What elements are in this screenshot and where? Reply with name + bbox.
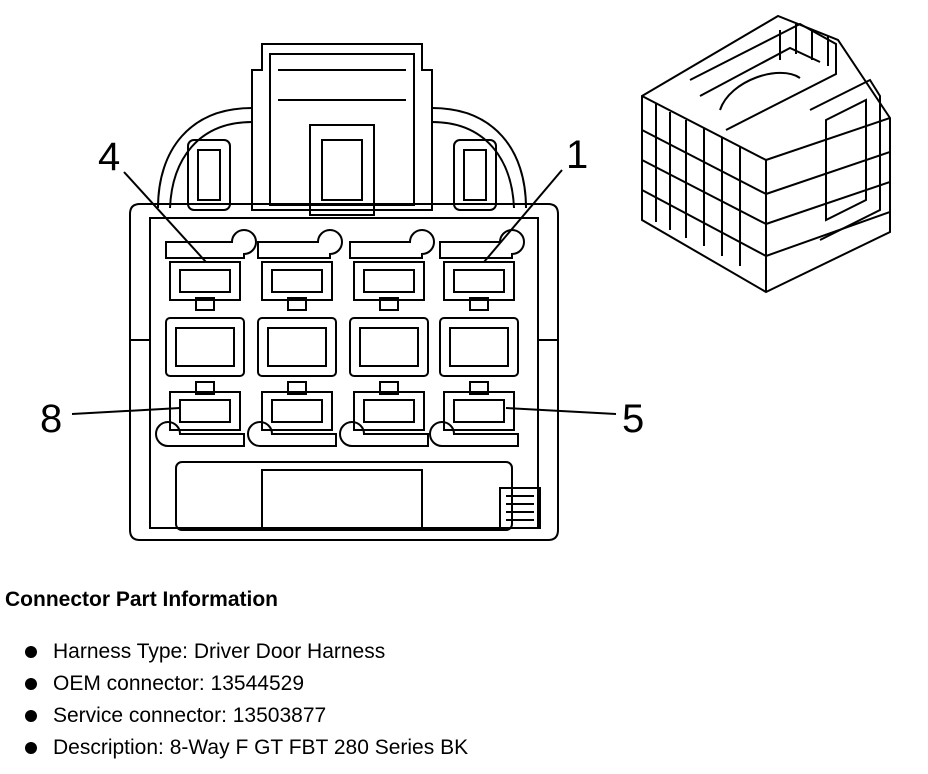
leader-line-pin-8 [71, 407, 181, 415]
info-list: Harness Type: Driver Door Harness OEM co… [5, 636, 905, 764]
connector-left-ear [157, 107, 253, 209]
info-item-service-connector: Service connector: 13503877 [5, 700, 905, 732]
bullet-icon [25, 710, 37, 722]
cavity-pin-5 [429, 381, 519, 447]
terminal-lock-row [165, 317, 519, 377]
connector-diagram: 4 1 8 5 [40, 14, 891, 541]
info-item-text: OEM connector: 13544529 [53, 672, 304, 695]
bullet-icon [25, 646, 37, 658]
pin-label-1: 1 [566, 133, 588, 177]
connector-latch [251, 43, 433, 211]
leader-line-pin-4 [123, 171, 207, 263]
info-item-harness-type: Harness Type: Driver Door Harness [5, 636, 905, 668]
bullet-icon [25, 678, 37, 690]
info-item-text: Harness Type: Driver Door Harness [53, 640, 386, 663]
cavity-pin-4 [165, 229, 257, 311]
info-item-description: Description: 8-Way F GT FBT 280 Series B… [5, 732, 905, 764]
cavity-pin-8 [155, 381, 245, 447]
cavity-row-top [165, 229, 525, 311]
info-item-oem-connector: OEM connector: 13544529 [5, 668, 905, 700]
connector-isometric-view [641, 14, 891, 294]
connector-part-info: Connector Part Information Harness Type:… [5, 586, 905, 764]
leader-line-pin-5 [505, 407, 617, 415]
info-item-text: Service connector: 13503877 [53, 704, 327, 727]
cavity-pin-7 [247, 381, 337, 447]
connector-right-ear [431, 107, 527, 209]
leader-line-pin-1 [483, 169, 563, 263]
cavity-pin-6 [339, 381, 429, 447]
pin-label-5: 5 [622, 397, 644, 441]
cavity-pin-3 [257, 229, 343, 311]
info-item-text: Description: 8-Way F GT FBT 280 Series B… [53, 736, 469, 759]
cavity-pin-1 [439, 229, 525, 311]
cavity-pin-2 [349, 229, 435, 311]
connector-face-view [71, 43, 617, 541]
cavity-row-bottom [155, 381, 519, 447]
bullet-icon [25, 742, 37, 754]
pin-label-4: 4 [98, 135, 120, 179]
pin-label-8: 8 [40, 397, 62, 441]
info-title: Connector Part Information [5, 588, 279, 611]
connector-body [129, 203, 559, 541]
